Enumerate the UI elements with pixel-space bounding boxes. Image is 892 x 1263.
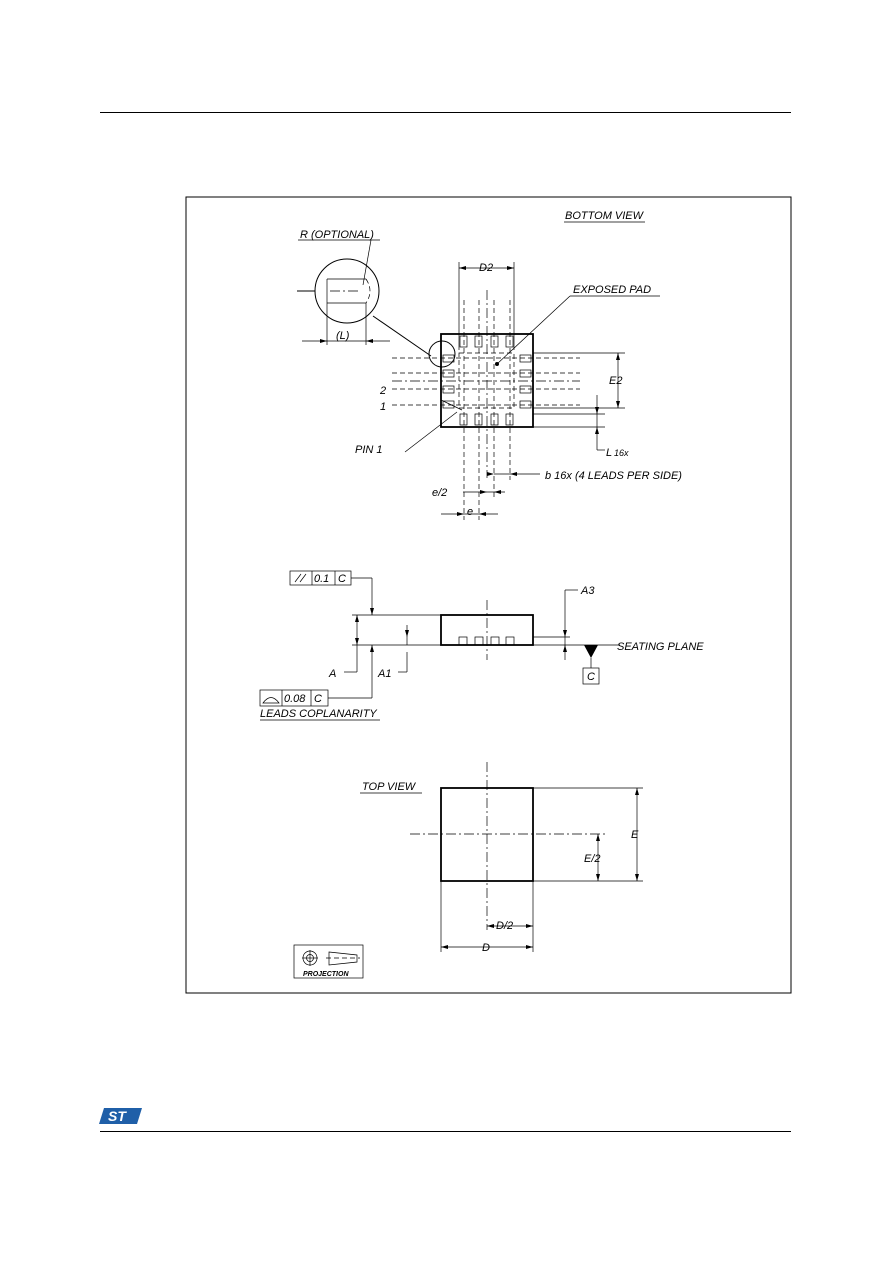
l-dimension (533, 395, 605, 451)
a-dimension (344, 615, 359, 673)
d-half-dimension (440, 881, 534, 952)
pin1-indicator-label: PIN 1 (355, 444, 383, 456)
a-label: A (328, 668, 336, 680)
footer-rule (100, 1131, 791, 1132)
parallelism-fcf (289, 570, 374, 615)
st-logo: ST (99, 1108, 142, 1124)
a3-dimension (563, 589, 578, 660)
exposed-pad-outline (458, 352, 515, 409)
b-dimension (487, 472, 540, 476)
l-paren-label: (L) (336, 330, 350, 342)
datum-c-label: C (587, 671, 595, 683)
a1-label: A1 (377, 668, 391, 680)
e-body-dimension (533, 787, 643, 882)
a3-label: A3 (580, 585, 595, 597)
parallelism-value: 0.1 (314, 573, 329, 585)
e-pitch-label: e (467, 506, 473, 518)
coplanarity-fcf (259, 645, 380, 721)
r-optional-label: R (OPTIONAL) (300, 229, 374, 241)
bottom-view-title: BOTTOM VIEW (565, 210, 645, 222)
pin-2-label: 2 (379, 385, 386, 397)
drawing-frame (185, 196, 792, 994)
header-rule (100, 112, 791, 113)
a1-dimension (398, 625, 409, 673)
l16x-count: 16x (614, 448, 629, 458)
e-half-body-label: E/2 (584, 853, 601, 865)
e-pitch-dimension (441, 512, 498, 516)
coplanarity-value: 0.08 (284, 693, 306, 705)
datum-triangle (584, 645, 598, 658)
datum-c-box (582, 667, 600, 685)
e-half-label: e/2 (432, 487, 447, 499)
leads-coplanarity-label: LEADS COPLANARITY (260, 708, 377, 720)
d2-dimension (458, 262, 515, 350)
e-half-dimension (463, 490, 505, 494)
e-half-body-dimension (596, 834, 600, 881)
b16x-label: b 16x (4 LEADS PER SIDE) (545, 470, 682, 482)
parallelism-datum: C (338, 573, 346, 585)
exposed-pad-label: EXPOSED PAD (573, 284, 651, 296)
pin-1-label: 1 (380, 401, 386, 413)
bottom-view-centerlines (392, 290, 580, 520)
e2-label: E2 (609, 375, 622, 387)
e2-dimension (533, 352, 625, 409)
d-half-label: D/2 (496, 920, 513, 932)
side-view-body (352, 600, 620, 660)
projection-label: PROJECTION (303, 971, 349, 978)
e-body-label: E (631, 829, 639, 841)
d2-label: D2 (479, 262, 493, 274)
seating-plane-label: SEATING PLANE (617, 641, 704, 653)
l16x-label: L (606, 447, 612, 459)
coplanarity-datum: C (314, 693, 322, 705)
d-body-label: D (482, 942, 490, 954)
pin1-leader (404, 411, 458, 453)
projection-symbol (293, 944, 364, 979)
top-view-title: TOP VIEW (362, 781, 417, 793)
d-body-dimension (441, 945, 533, 949)
bottom-leads (442, 335, 532, 426)
svg-text:ST: ST (108, 1108, 127, 1124)
corner-detail (297, 239, 456, 368)
